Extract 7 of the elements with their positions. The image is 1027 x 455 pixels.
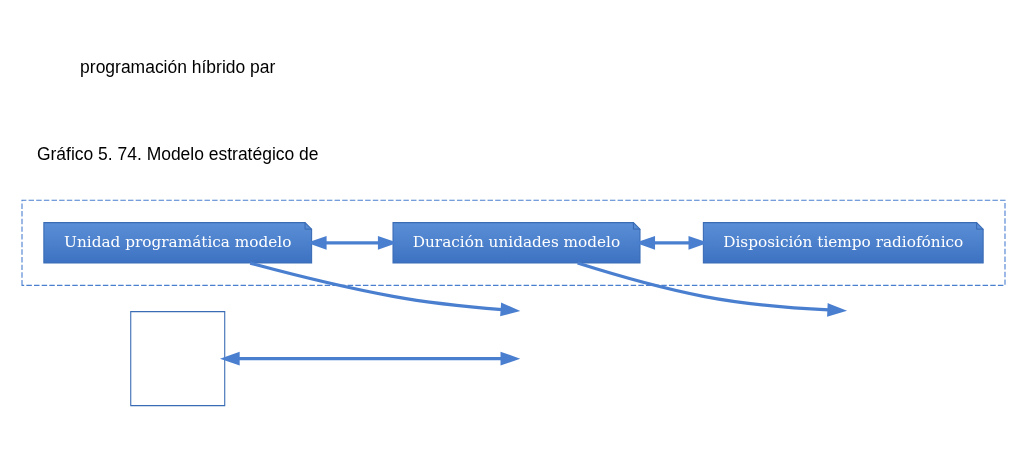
- label: Gráfico 5. 74. Modelo estratégico de: [36, 143, 319, 164]
- arrow: [249, 261, 521, 317]
- node-box: [130, 311, 226, 407]
- arrow: [577, 261, 848, 317]
- label: programación híbrido par: [80, 57, 276, 78]
- arrow: [219, 351, 521, 366]
- cluster: [21, 199, 1006, 286]
